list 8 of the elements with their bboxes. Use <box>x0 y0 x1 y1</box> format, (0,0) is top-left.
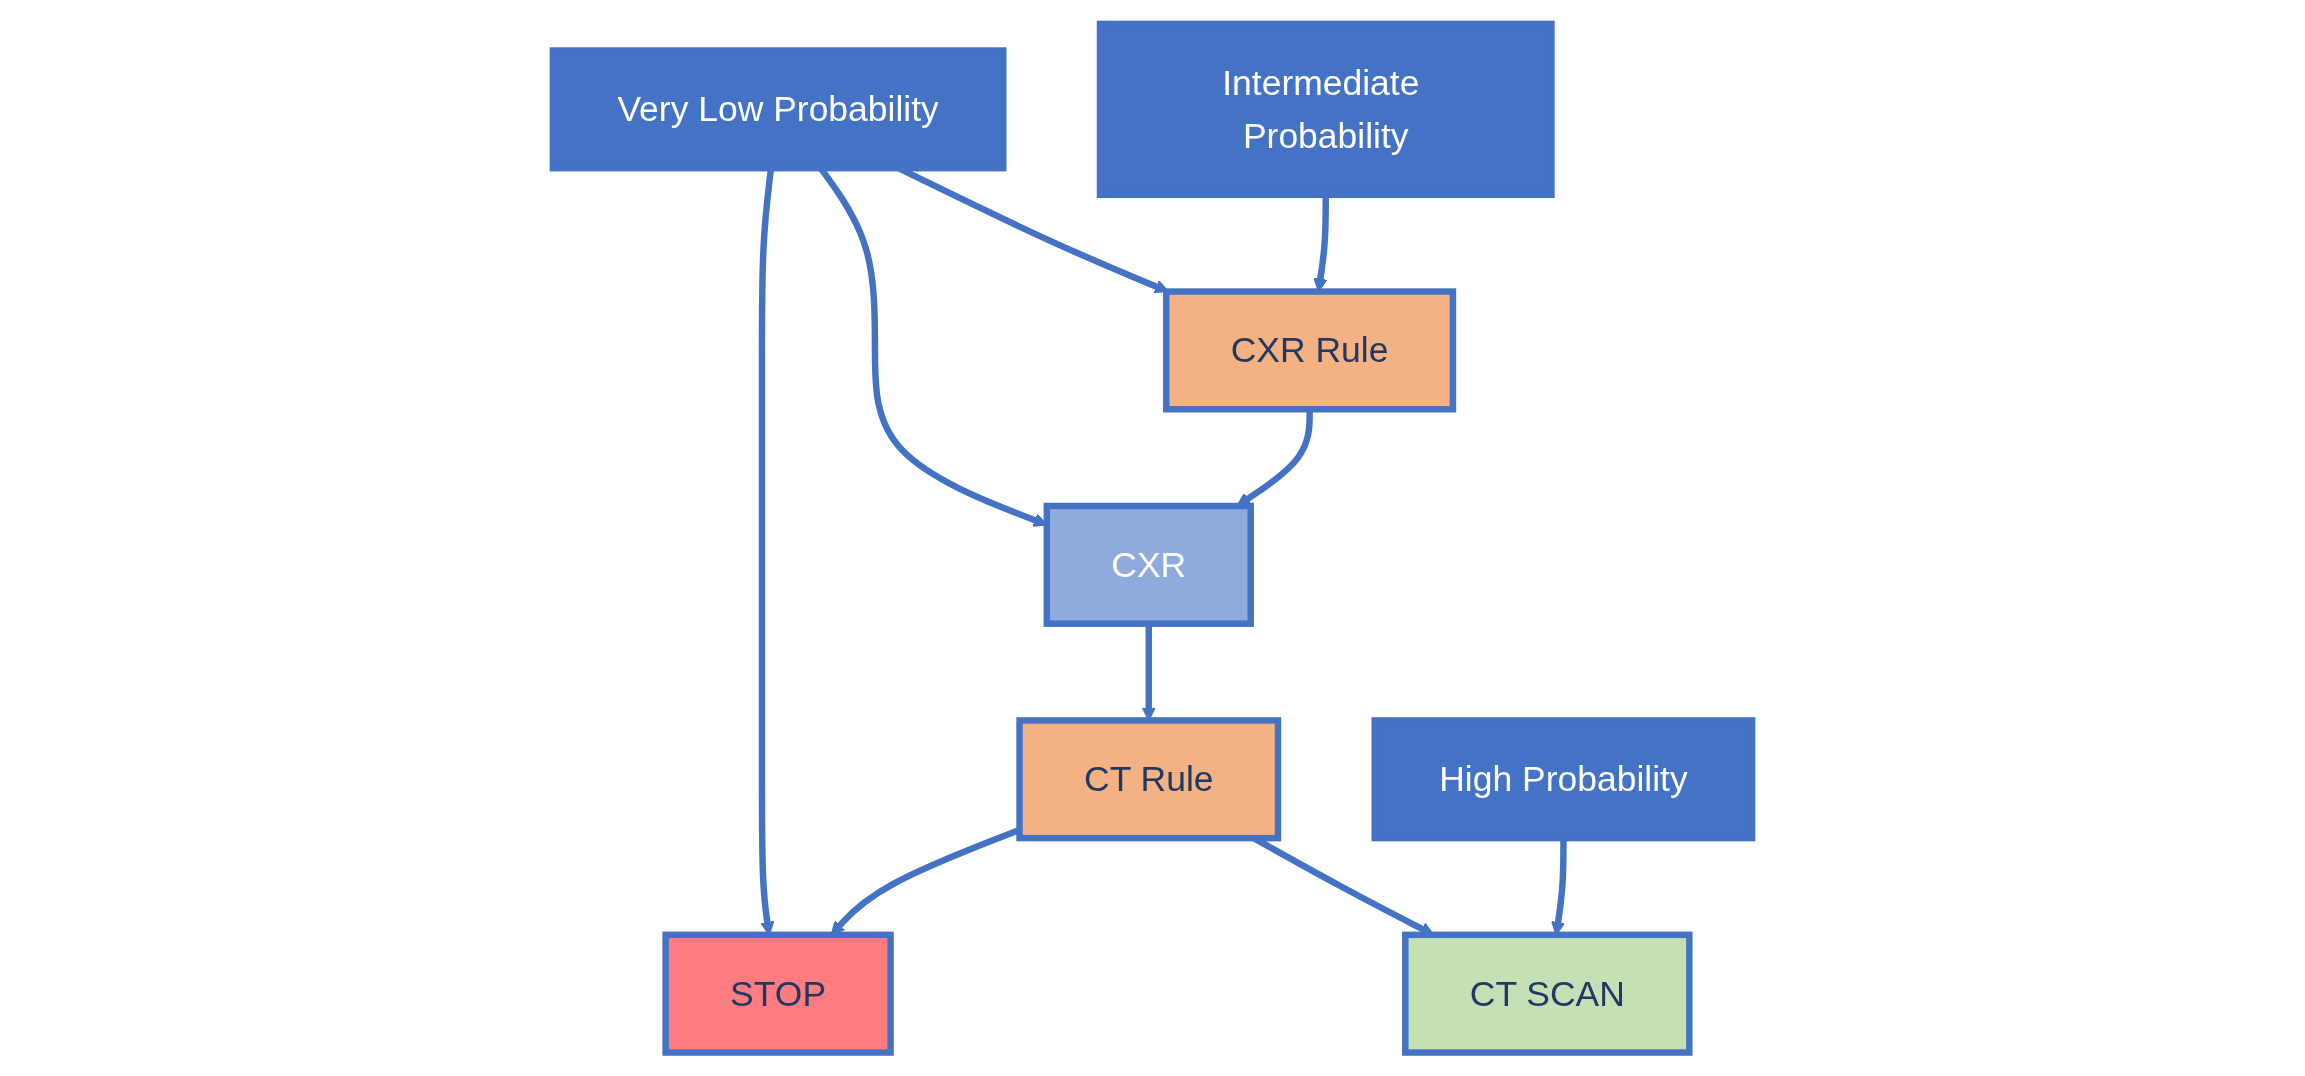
node-box: CT Rule <box>1016 716 1282 842</box>
node-box: STOP <box>662 931 894 1056</box>
node-box: CXR Rule <box>1163 288 1457 413</box>
node-box: CXR <box>1043 502 1254 627</box>
node-box: Intermediate Probability <box>1096 20 1555 198</box>
node-box: High Probability <box>1371 716 1756 842</box>
node-box: Very Low Probability <box>549 47 1007 172</box>
node-box: CT SCAN <box>1402 931 1693 1056</box>
